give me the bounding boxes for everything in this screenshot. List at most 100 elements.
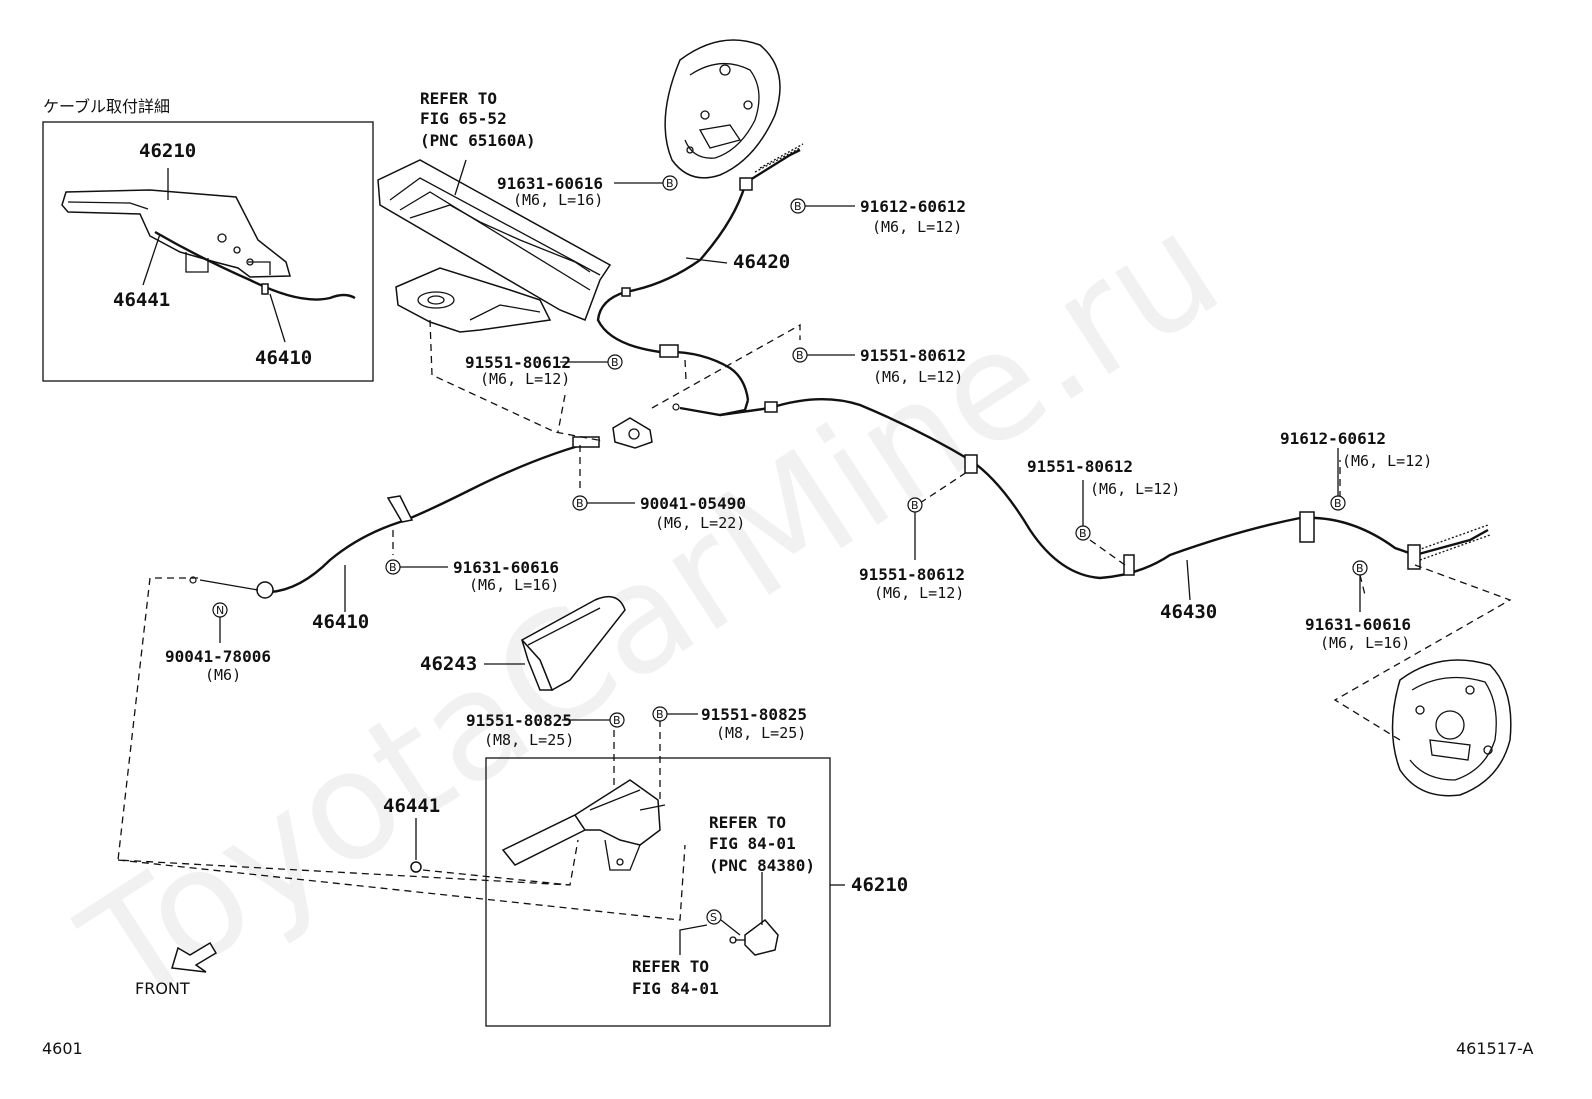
callout-spec: (M6, L=12) [1342, 452, 1432, 470]
callout-spec: (M6, L=22) [655, 514, 745, 532]
callout-91551-80612: B 91551-80612 (M6, L=12) [1027, 457, 1180, 541]
ref-fig8401a-line1: REFER TO [709, 813, 786, 832]
callout-mark-circle [792, 347, 808, 363]
label-46441: 46441 [383, 795, 440, 817]
callout-mark: B [1079, 527, 1087, 540]
callout-mark: B [611, 356, 619, 369]
floor-body-panel [377, 159, 612, 333]
ref-fig6552-line2: FIG 65-52 [420, 109, 507, 128]
callout-part-number: 91551-80825 [466, 711, 572, 730]
callout-91612-60612: B 91612-60612 (M6, L=12) [1280, 429, 1432, 511]
callout-mark: B [796, 349, 804, 362]
label-46420: 46420 [733, 251, 790, 273]
callout-mark-circle [1075, 525, 1091, 541]
detail-label-46441: 46441 [113, 289, 170, 311]
callout-part-number: 91551-80612 [860, 346, 966, 365]
callout-mark-circle [607, 354, 623, 370]
cable-46430 [719, 398, 1491, 580]
callout-spec: (M6, L=12) [1090, 480, 1180, 498]
cable-46420 [596, 143, 804, 417]
lever-assembly-box [485, 757, 831, 1027]
callout-90041-05490: B 90041-05490(M6, L=22) [572, 494, 746, 532]
callout-91551-80612: B 91551-80612(M6, L=12) [465, 353, 623, 388]
equalizer [612, 417, 653, 449]
callout-part-number: 91551-80612 [859, 565, 965, 584]
callout-part-number: 90041-78006 [165, 647, 271, 666]
detail-box [42, 121, 374, 382]
label-46210: 46210 [851, 874, 908, 896]
brake-backing-plate-lower [1391, 659, 1512, 797]
parking-brake-lever [501, 779, 666, 871]
assembly-dashed-lines [117, 319, 1512, 921]
callout-mark: B [794, 200, 802, 213]
callout-91551-80825: B 91551-80825(M8, L=25) [466, 711, 625, 749]
callout-mark: B [613, 714, 621, 727]
callout-spec: (M6, L=16) [469, 576, 559, 594]
callout-part-number: 91551-80825 [701, 705, 807, 724]
callout-mark: N [216, 604, 224, 617]
callout-mark-circle [1330, 495, 1346, 511]
watermark: ToyotaCarMine.ru [54, 181, 1249, 1041]
page-number-right: 461517-A [1456, 1039, 1534, 1058]
parking-brake-switch [729, 918, 779, 956]
callout-spec: (M6, L=16) [513, 191, 603, 209]
label-46410: 46410 [312, 611, 369, 633]
callout-91612-60612: B 91612-60612 (M6, L=12) [790, 197, 966, 236]
callout-mark: B [576, 497, 584, 510]
callout-part-number: 91631-60616 [453, 558, 559, 577]
callout-part-number: 91612-60612 [1280, 429, 1386, 448]
detail-cable [154, 230, 356, 301]
detail-title: ケーブル取付詳細 [43, 97, 170, 116]
callout-part-number: 91612-60612 [860, 197, 966, 216]
callout-mark-circle [1352, 560, 1368, 576]
ref-fig8401b-line1: REFER TO [632, 957, 709, 976]
callout-90041-78006: N 90041-78006(M6) [165, 602, 271, 684]
detail-lever-drawing [61, 189, 291, 278]
callout-part-number: 91551-80612 [1027, 457, 1133, 476]
callout-spec: (M8, L=25) [716, 724, 806, 742]
boot-46243 [520, 595, 626, 692]
ref-fig8401b-line2: FIG 84-01 [632, 979, 719, 998]
ref-fig8401a-line2: FIG 84-01 [709, 834, 796, 853]
callout-mark-circle [572, 495, 588, 511]
callout-part-number: 91631-60616 [1305, 615, 1411, 634]
ref-fig6552-line1: REFER TO [420, 89, 497, 108]
callout-spec: (M6, L=12) [874, 584, 964, 602]
callout-mark-circle [609, 712, 625, 728]
callout-mark-circle [385, 559, 401, 575]
callout-mark: B [666, 177, 674, 190]
cable-46410 [189, 436, 601, 599]
callout-mark: B [389, 561, 397, 574]
switch-mark-circle [706, 909, 722, 925]
callout-spec: (M6, L=12) [872, 218, 962, 236]
callout-spec: (M6, L=12) [480, 370, 570, 388]
callout-part-number: 91551-80612 [465, 353, 571, 372]
callout-mark: B [1334, 497, 1342, 510]
page-number-left: 4601 [42, 1039, 83, 1058]
callout-spec: (M8, L=25) [484, 731, 574, 749]
ref-fig6552-line3: (PNC 65160A) [420, 131, 536, 150]
callout-spec: (M6, L=16) [1320, 634, 1410, 652]
callout-mark-circle [662, 175, 678, 191]
detail-label-46410: 46410 [255, 347, 312, 369]
callout-91551-80612: B 91551-80612 (M6, L=12) [792, 346, 966, 386]
callout-mark-circle [907, 497, 923, 513]
label-46430: 46430 [1160, 601, 1217, 623]
callout-91631-60616: B 91631-60616(M6, L=16) [385, 558, 559, 594]
callout-spec: (M6, L=12) [873, 368, 963, 386]
callout-mark: B [1356, 562, 1364, 575]
switch-mark: S [710, 911, 717, 924]
callout-part-number: 91631-60616 [497, 174, 603, 193]
front-label: FRONT [135, 979, 190, 998]
callout-mark-circle [790, 198, 806, 214]
callout-mark: B [911, 499, 919, 512]
callout-spec: (M6) [205, 666, 241, 684]
front-arrow-icon [171, 941, 218, 973]
callout-mark-circle [652, 706, 668, 722]
ref-fig8401a-line3: (PNC 84380) [709, 856, 815, 875]
callout-part-number: 90041-05490 [640, 494, 746, 513]
